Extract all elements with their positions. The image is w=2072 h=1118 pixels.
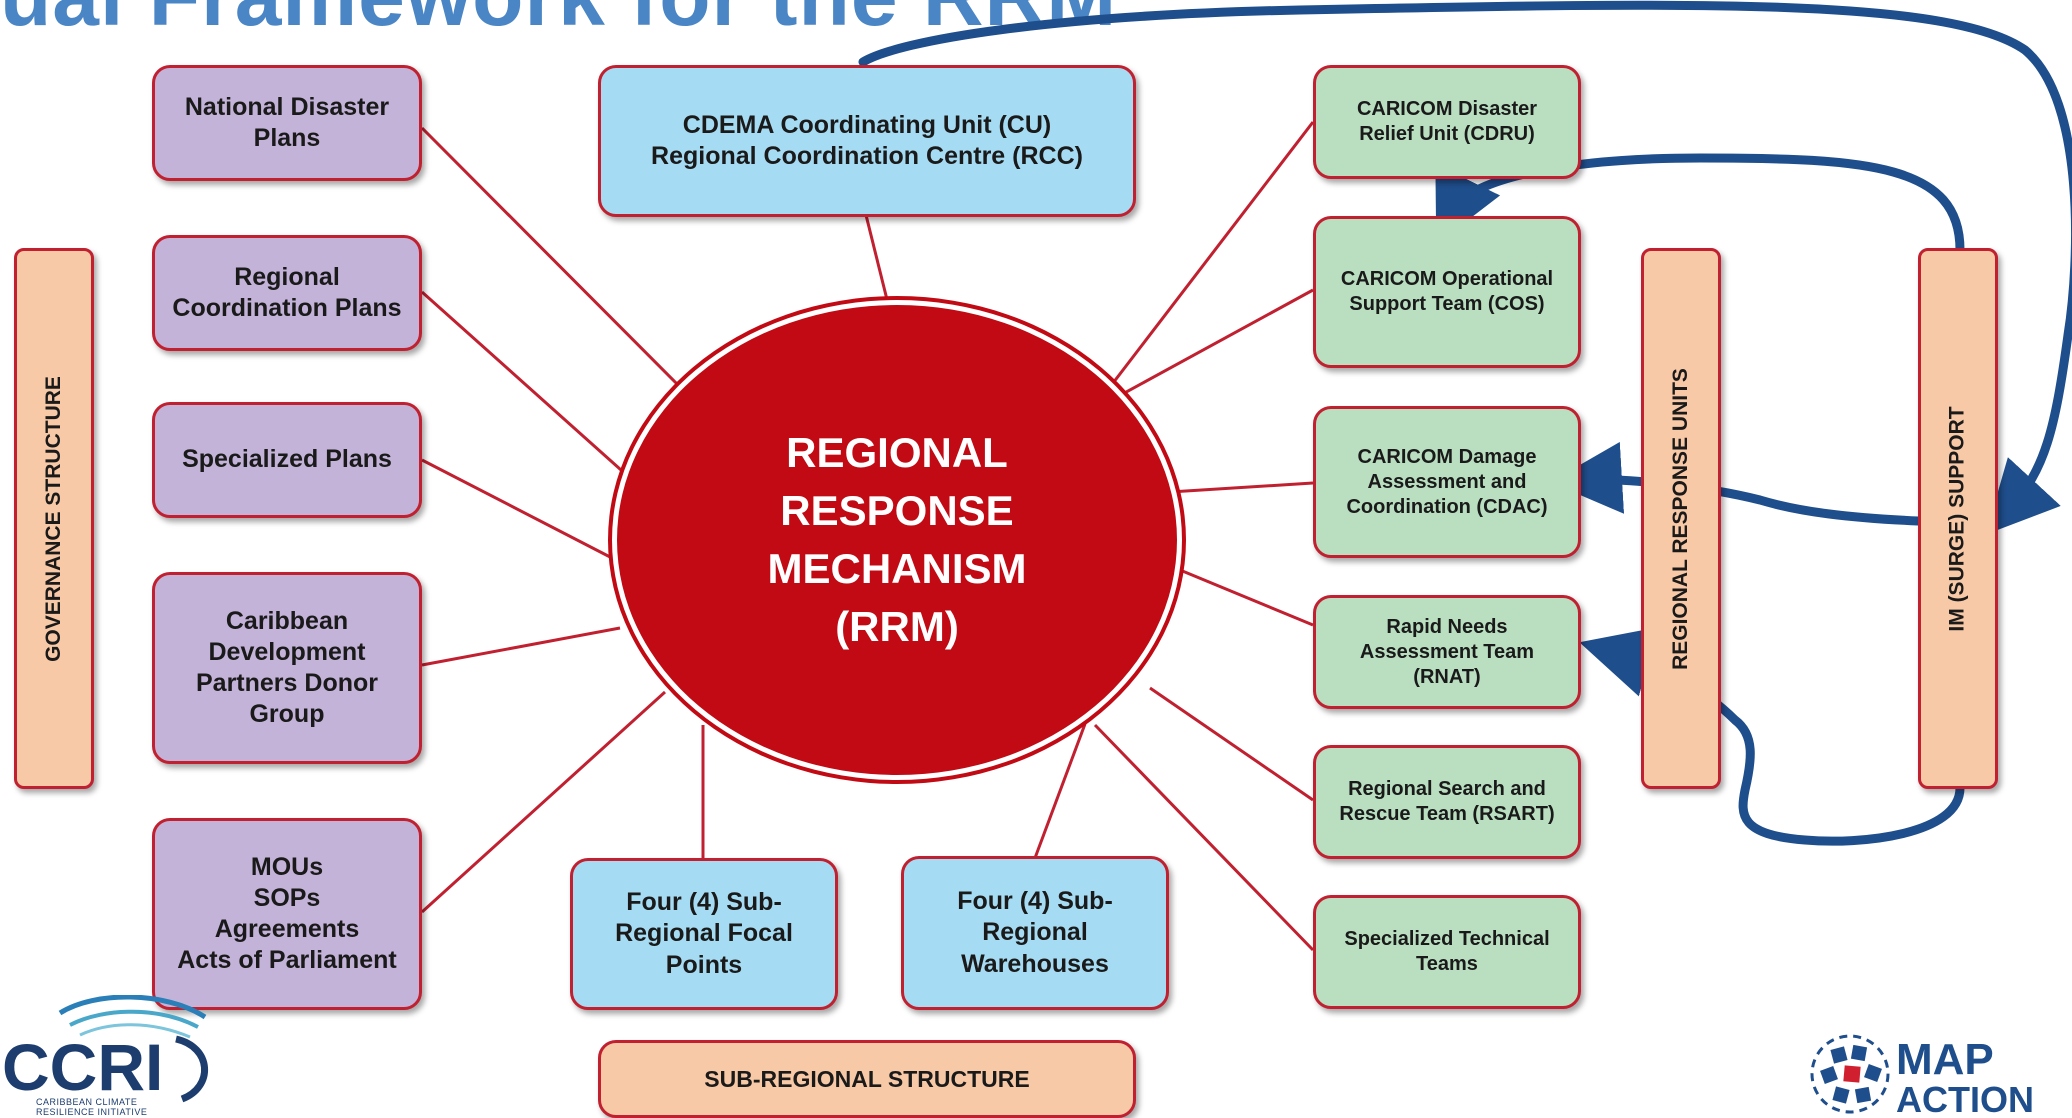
donor-group-box: Caribbean Development Partners Donor Gro… xyxy=(152,572,422,764)
regional-response-units-bar: REGIONAL RESPONSE UNITS xyxy=(1641,248,1721,789)
rrm-center-label: REGIONAL RESPONSE MECHANISM (RRM) xyxy=(767,429,1027,650)
surge-arrow-to-cdac xyxy=(1550,441,1923,526)
link-specialized-plans xyxy=(421,458,613,560)
cdru-box: CARICOM Disaster Relief Unit (CDRU) xyxy=(1313,65,1581,179)
rnat-box: Rapid Needs Assessment Team (RNAT) xyxy=(1313,595,1581,709)
link-donor-group xyxy=(421,626,621,667)
national-disaster-plans-label: National Disaster Plans xyxy=(184,92,390,152)
ccri-tagline-line1: CARIBBEAN CLIMATE xyxy=(36,1097,137,1107)
page-title: ual Framework for the RRM xyxy=(0,0,1117,45)
link-mous xyxy=(420,690,667,914)
link-specialized-teams xyxy=(1093,723,1315,952)
cdema-coordinating-unit-label: CDEMA Coordinating Unit (CU) Regional Co… xyxy=(651,110,1083,170)
link-national-plans xyxy=(420,126,700,407)
surge-arrow-cdema-loop xyxy=(858,0,2072,535)
specialized-technical-teams-label: Specialized Technical Teams xyxy=(1344,928,1550,975)
cos-label: CARICOM Operational Support Team (COS) xyxy=(1340,268,1554,315)
im-surge-support-label: IM (SURGE) SUPPORT xyxy=(1946,405,1969,632)
link-rnat xyxy=(1179,568,1314,627)
regional-response-units-label: REGIONAL RESPONSE UNITS xyxy=(1669,367,1693,670)
im-surge-support-bar: IM (SURGE) SUPPORT xyxy=(1918,248,1998,789)
mapaction-line1: MAP xyxy=(1896,1035,1994,1084)
link-regional-plans xyxy=(421,290,631,480)
national-disaster-plans-box: National Disaster Plans xyxy=(152,65,422,181)
sub-regional-focal-points-box: Four (4) Sub- Regional Focal Points xyxy=(570,858,838,1010)
link-cdac xyxy=(1169,481,1314,494)
governance-structure-bar: GOVERNANCE STRUCTURE xyxy=(14,248,94,789)
link-warehouses xyxy=(1033,723,1087,859)
sub-regional-warehouses-label: Four (4) Sub- Regional Warehouses xyxy=(957,887,1113,978)
regional-coordination-plans-label: Regional Coordination Plans xyxy=(172,262,402,322)
ccri-wordmark: CCRI xyxy=(2,1030,163,1104)
link-cos xyxy=(1096,288,1314,410)
sub-regional-structure-box: SUB-REGIONAL STRUCTURE xyxy=(598,1040,1136,1118)
cos-box: CARICOM Operational Support Team (COS) xyxy=(1313,216,1581,368)
ccri-tagline-line2: RESILIENCE INITIATIVE xyxy=(36,1107,147,1117)
mous-label: MOUs SOPs Agreements Acts of Parliament xyxy=(177,852,397,975)
donor-group-label: Caribbean Development Partners Donor Gro… xyxy=(196,606,378,729)
surge-arrow-to-cdru xyxy=(1435,153,1965,255)
cdru-label: CARICOM Disaster Relief Unit (CDRU) xyxy=(1356,98,1538,145)
governance-structure-label: GOVERNANCE STRUCTURE xyxy=(42,375,66,662)
rnat-label: Rapid Needs Assessment Team (RNAT) xyxy=(1359,615,1535,688)
mapaction-line2: ACTION xyxy=(1896,1079,2033,1117)
regional-coordination-plans-box: Regional Coordination Plans xyxy=(152,235,422,351)
sub-regional-structure-label: SUB-REGIONAL STRUCTURE xyxy=(704,1065,1030,1092)
cdema-coordinating-unit-box: CDEMA Coordinating Unit (CU) Regional Co… xyxy=(598,65,1136,217)
specialized-plans-label: Specialized Plans xyxy=(182,445,392,474)
sub-regional-focal-points-label: Four (4) Sub- Regional Focal Points xyxy=(615,888,793,979)
ccri-logo: CCRI CARIBBEAN CLIMATE RESILIENCE INITIA… xyxy=(2,995,209,1117)
rsart-label: Regional Search and Rescue Team (RSART) xyxy=(1339,778,1555,825)
sub-regional-warehouses-box: Four (4) Sub- Regional Warehouses xyxy=(901,856,1169,1010)
mous-box: MOUs SOPs Agreements Acts of Parliament xyxy=(152,818,422,1010)
cdac-label: CARICOM Damage Assessment and Coordinati… xyxy=(1346,445,1548,518)
specialized-plans-box: Specialized Plans xyxy=(152,402,422,518)
rrm-center-ellipse: REGIONAL RESPONSE MECHANISM (RRM) xyxy=(612,300,1182,780)
mapaction-logo: MAP ACTION xyxy=(1810,1034,2033,1117)
cdac-box: CARICOM Damage Assessment and Coordinati… xyxy=(1313,406,1581,558)
svg-text:CARIBBEAN CLIMATE RESILIEN: CARIBBEAN CLIMATE RESILIENCE INITIATIVE xyxy=(36,1097,147,1117)
link-rsart xyxy=(1149,686,1314,802)
specialized-technical-teams-box: Specialized Technical Teams xyxy=(1313,895,1581,1009)
globe-icon xyxy=(1810,1034,1890,1114)
link-cdru xyxy=(1098,121,1315,401)
rsart-box: Regional Search and Rescue Team (RSART) xyxy=(1313,745,1581,859)
